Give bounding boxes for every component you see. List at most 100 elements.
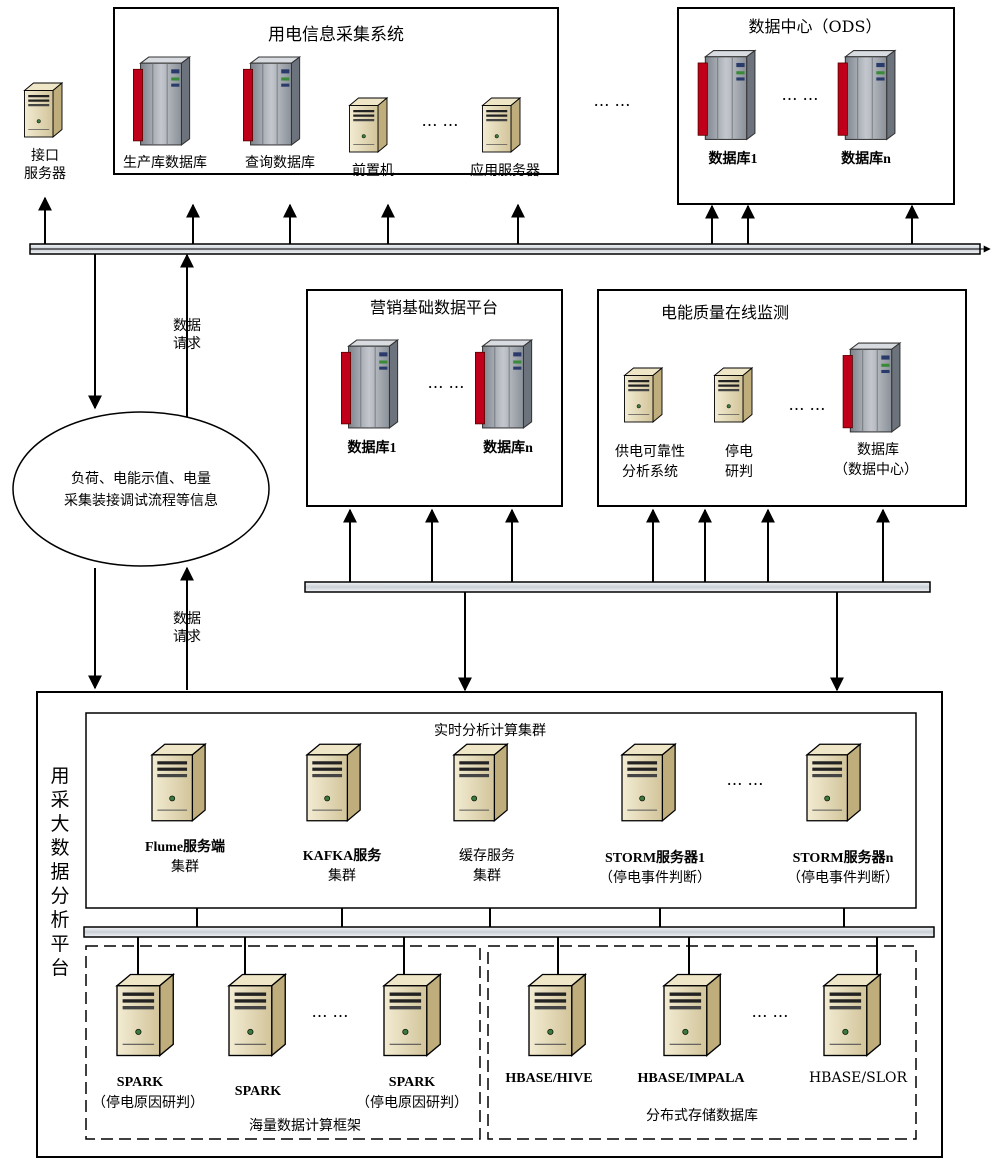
spark3-icon: [383, 973, 441, 1057]
request-bottom-label-1: 数据: [173, 611, 201, 627]
storm1-label-1: STORM服务器1: [605, 849, 705, 866]
collection-ellipsis: … …: [421, 111, 458, 130]
hbase-hive-icon: [528, 973, 586, 1057]
spark1-label-1: SPARK: [117, 1075, 164, 1090]
outage-label-1: 停电: [725, 443, 753, 460]
stormn-server-icon: [806, 743, 861, 822]
query-db-label: 查询数据库: [245, 155, 315, 171]
storm1-server-icon: [621, 743, 676, 822]
storage-title: 分布式存储数据库: [646, 1108, 758, 1124]
dc-db1-icon: [697, 50, 756, 140]
kafka-label-2: 集群: [328, 867, 356, 884]
realtime-cluster-title: 实时分析计算集群: [434, 722, 546, 739]
data-center-box: 数据中心（ODS） … … 数据库1 数据库n: [677, 7, 955, 205]
side-title-char-5: 据: [50, 861, 69, 883]
platform-side-title: 用 采 大 数 据 分 析 平 台: [50, 765, 69, 979]
info-ellipse-line-1: 负荷、电能示值、电量: [71, 471, 211, 487]
cache-server-icon: [453, 743, 508, 822]
spark2-label: SPARK: [235, 1084, 282, 1099]
pq-ellipsis: … …: [788, 395, 825, 414]
hbase-impala-label: HBASE/IMPALA: [637, 1071, 745, 1086]
cache-label-2: 集群: [473, 867, 501, 884]
interface-server: 接口 服务器: [24, 82, 66, 182]
production-db-icon: [132, 56, 191, 146]
flume-label-1: Flume服务端: [145, 838, 225, 855]
collection-system-box: 用电信息采集系统 … … 生产库数据库 查询数据库 前置机 应用服务器: [113, 7, 559, 179]
storage-ellipsis: … …: [751, 1002, 788, 1021]
pq-database-label-1: 数据库: [857, 442, 899, 458]
request-top-label-2: 请求: [173, 336, 201, 352]
mkt-dbn-icon: [474, 339, 533, 429]
platform-network-bus: [83, 926, 935, 938]
compute-framework-box: … … SPARK （停电原因研判） SPARK SPARK （停电原因研判） …: [85, 945, 481, 1140]
spark1-label-2: （停电原因研判）: [92, 1094, 204, 1111]
stormn-label-2: （停电事件判断）: [787, 869, 899, 886]
frontend-machine-icon: [349, 97, 388, 153]
pq-database-icon: [842, 342, 901, 433]
side-title-char-2: 采: [50, 789, 69, 811]
spark3-label-1: SPARK: [389, 1075, 436, 1090]
power-quality-title: 电能质量在线监测: [661, 303, 789, 322]
reliability-label-2: 分析系统: [622, 464, 678, 480]
stormn-label-1: STORM服务器n: [793, 849, 894, 866]
middle-network-bus: [304, 581, 931, 593]
app-server-icon: [482, 97, 521, 153]
collection-system-title: 用电信息采集系统: [268, 25, 404, 45]
compute-framework-title: 海量数据计算框架: [249, 1118, 361, 1134]
hbase-impala-icon: [663, 973, 721, 1057]
spark-ellipsis: … …: [311, 1002, 348, 1021]
info-ellipse-line-2: 采集装接调试流程等信息: [64, 492, 218, 509]
info-ellipse: 负荷、电能示值、电量 采集装接调试流程等信息: [12, 411, 270, 567]
reliability-system-icon: [624, 367, 663, 423]
side-title-char-8: 平: [50, 933, 69, 955]
frontend-machine-label: 前置机: [352, 162, 394, 179]
storage-box: … … HBASE/HIVE HBASE/IMPALA HBASE/SLOR 分…: [487, 945, 917, 1140]
side-title-char-9: 台: [50, 957, 69, 979]
spark2-icon: [228, 973, 286, 1057]
kafka-server-icon: [306, 743, 361, 822]
outage-label-2: 研判: [725, 464, 753, 480]
flume-label-2: 集群: [171, 858, 199, 875]
top-network-bus: [29, 243, 991, 255]
kafka-label-1: KAFKA服务: [303, 847, 383, 864]
flume-server-icon: [151, 743, 206, 822]
mkt-db1-label: 数据库1: [348, 439, 397, 456]
dc-dbn-label: 数据库n: [841, 150, 891, 167]
app-server-label: 应用服务器: [470, 162, 540, 179]
storm1-label-2: （停电事件判断）: [599, 869, 711, 886]
interface-server-icon: [24, 82, 63, 138]
dc-dbn-icon: [837, 50, 896, 140]
side-title-char-6: 分: [50, 885, 69, 907]
big-data-platform-box: [36, 691, 943, 1158]
interface-server-label-2: 服务器: [24, 166, 66, 182]
dc-db1-label: 数据库1: [709, 150, 758, 167]
dc-ellipsis: … …: [781, 85, 818, 104]
cache-label-1: 缓存服务: [459, 848, 515, 864]
mkt-dbn-label: 数据库n: [483, 439, 533, 456]
request-top-label-1: 数据: [173, 318, 201, 334]
production-db-label: 生产库数据库: [123, 155, 207, 171]
marketing-platform-title: 营销基础数据平台: [370, 298, 498, 317]
top-middle-ellipsis: … …: [593, 91, 630, 110]
data-center-title: 数据中心（ODS）: [749, 17, 882, 36]
hbase-slor-label: HBASE/SLOR: [809, 1070, 908, 1086]
marketing-platform-box: 营销基础数据平台 … … 数据库1 数据库n: [306, 289, 563, 507]
pq-database-label-2: （数据中心）: [834, 462, 918, 478]
spark3-label-2: （停电原因研判）: [356, 1094, 468, 1111]
query-db-icon: [242, 56, 301, 146]
realtime-cluster-box: 实时分析计算集群 … … Flume服务端 集群 KAFKA服务 集群 缓存服务…: [85, 712, 917, 909]
mkt-ellipsis: … …: [427, 373, 464, 392]
side-title-char-4: 数: [50, 837, 69, 859]
side-title-char-3: 大: [50, 813, 69, 835]
hbase-slor-icon: [823, 973, 881, 1057]
power-quality-box: 电能质量在线监测 … … 供电可靠性 分析系统 停电 研判 数据库 （数据中心）: [597, 289, 967, 507]
spark1-icon: [116, 973, 174, 1057]
storm-ellipsis: … …: [726, 770, 763, 789]
reliability-label-1: 供电可靠性: [615, 444, 685, 460]
interface-server-label-1: 接口: [31, 147, 59, 164]
mkt-db1-icon: [340, 339, 399, 429]
hbase-hive-label: HBASE/HIVE: [505, 1071, 592, 1086]
side-title-char-7: 析: [50, 909, 69, 931]
outage-judgement-icon: [714, 367, 753, 423]
